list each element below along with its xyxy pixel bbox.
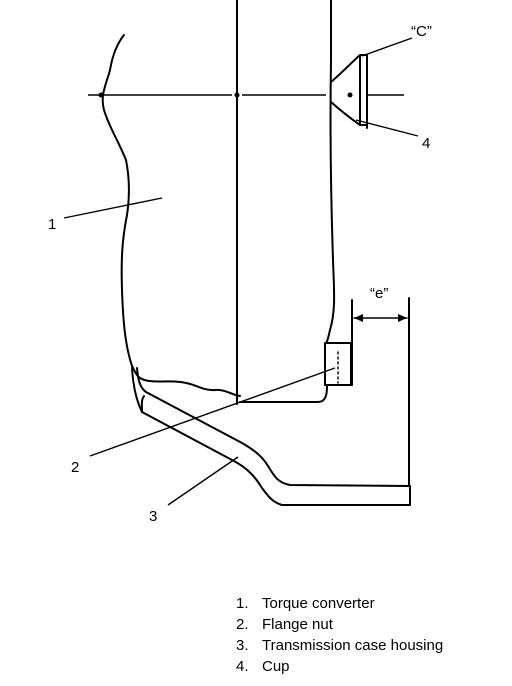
legend-item: 1.Torque converter (236, 595, 375, 612)
legend: 1.Torque converter 2.Flange nut 3.Transm… (236, 593, 443, 677)
legend-item: 2.Flange nut (236, 616, 333, 633)
callout-e: “e” (370, 285, 388, 302)
callout-3: 3 (149, 508, 157, 525)
leader-3 (167, 456, 239, 506)
transmission-case-housing (131, 367, 411, 506)
leader-c (361, 37, 413, 57)
callout-4: 4 (422, 135, 430, 152)
leader-1 (63, 197, 163, 219)
leader-2 (89, 367, 336, 457)
callout-2: 2 (71, 459, 79, 476)
callout-1: 1 (48, 216, 56, 233)
torque-converter-bottom (139, 377, 241, 397)
torque-converter-outline (101, 34, 141, 379)
converter-right-face (324, 0, 336, 349)
legend-item: 3.Transmission case housing (236, 637, 444, 654)
drive-plate (239, 385, 328, 403)
legend-item: 4.Cup (236, 658, 290, 675)
callout-c: “C” (411, 23, 432, 40)
leader-4 (355, 119, 419, 137)
cup (330, 54, 361, 126)
